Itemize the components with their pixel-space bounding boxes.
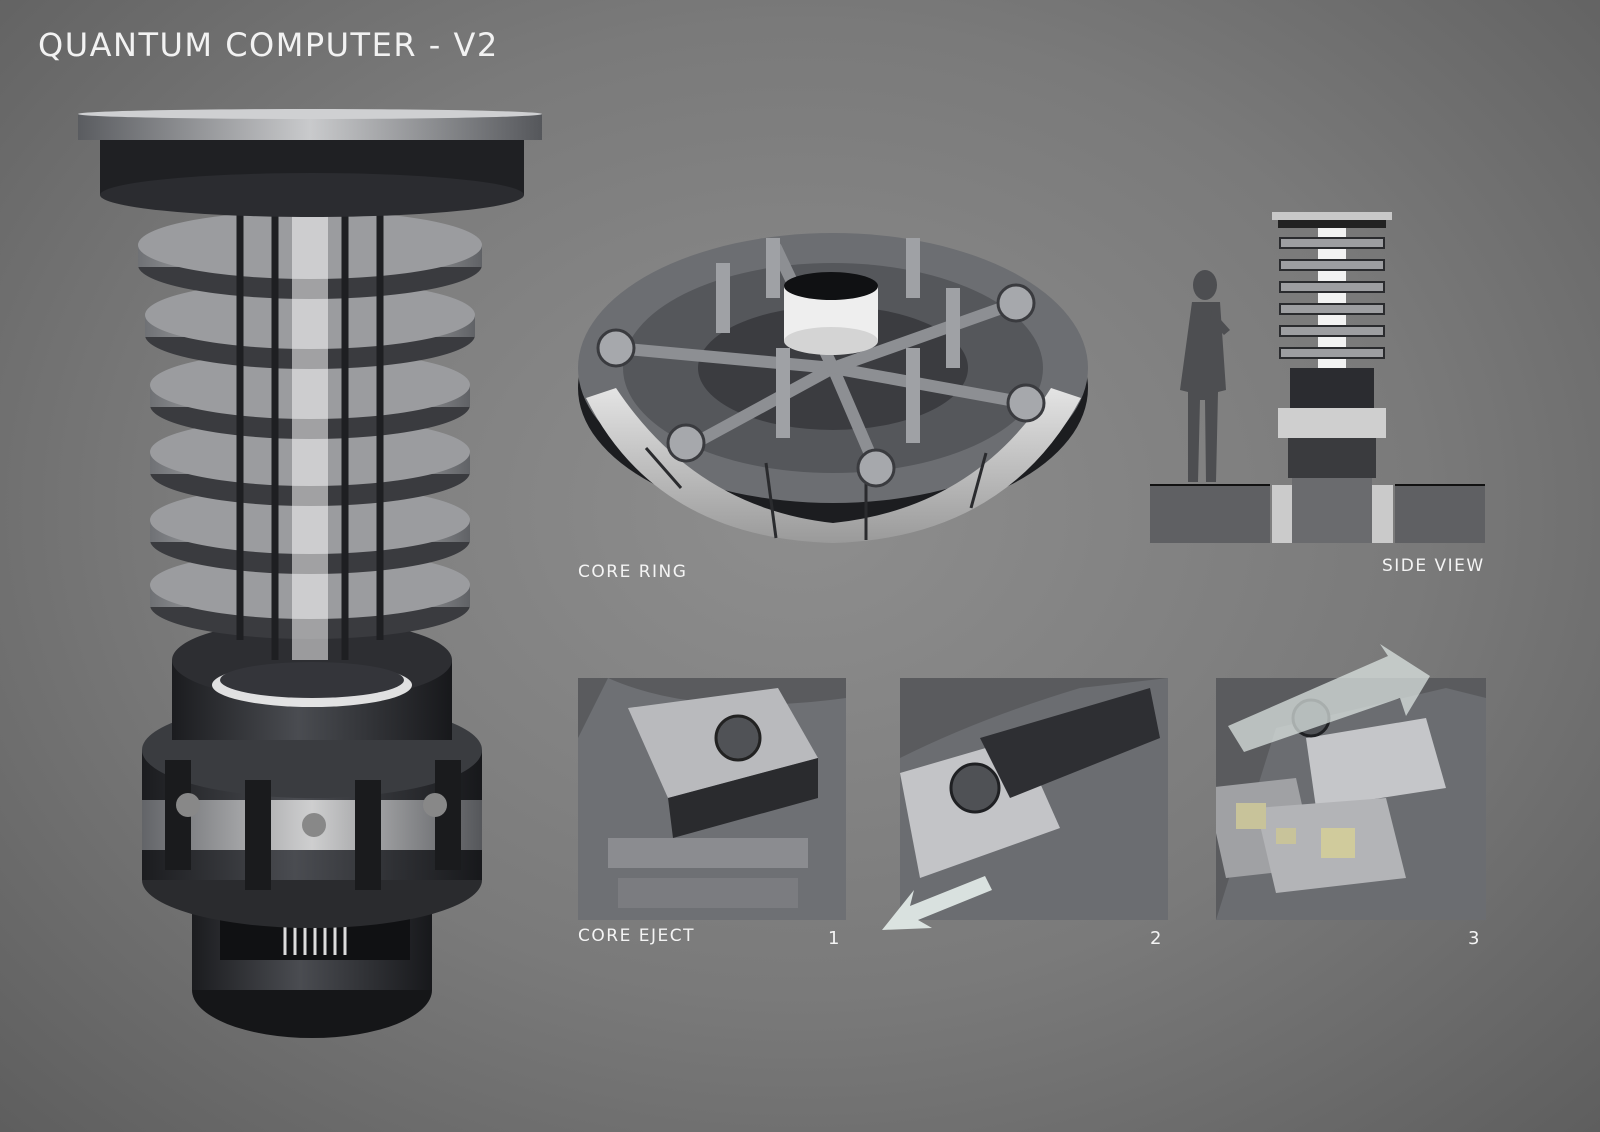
core-ring-label: CORE RING <box>578 562 688 582</box>
core-eject-panel-1 <box>578 678 846 920</box>
ejected-core-chips <box>1216 778 1406 893</box>
step-number-2: 2 <box>1150 928 1162 949</box>
eject-arrow-icon <box>882 876 992 930</box>
core-ring-render <box>578 233 1088 543</box>
step-number-3: 3 <box>1468 928 1480 949</box>
human-silhouette <box>1180 270 1230 482</box>
page-title: QUANTUM COMPUTER - V2 <box>38 26 499 64</box>
retract-arrow-icon <box>1228 644 1430 752</box>
side-view-label: SIDE VIEW <box>1382 556 1485 576</box>
step-number-1: 1 <box>828 928 840 949</box>
side-view-render <box>1150 212 1485 543</box>
core-eject-label: CORE EJECT <box>578 926 695 946</box>
tower-render <box>78 109 542 1038</box>
core-eject-panel-2 <box>900 678 1168 920</box>
